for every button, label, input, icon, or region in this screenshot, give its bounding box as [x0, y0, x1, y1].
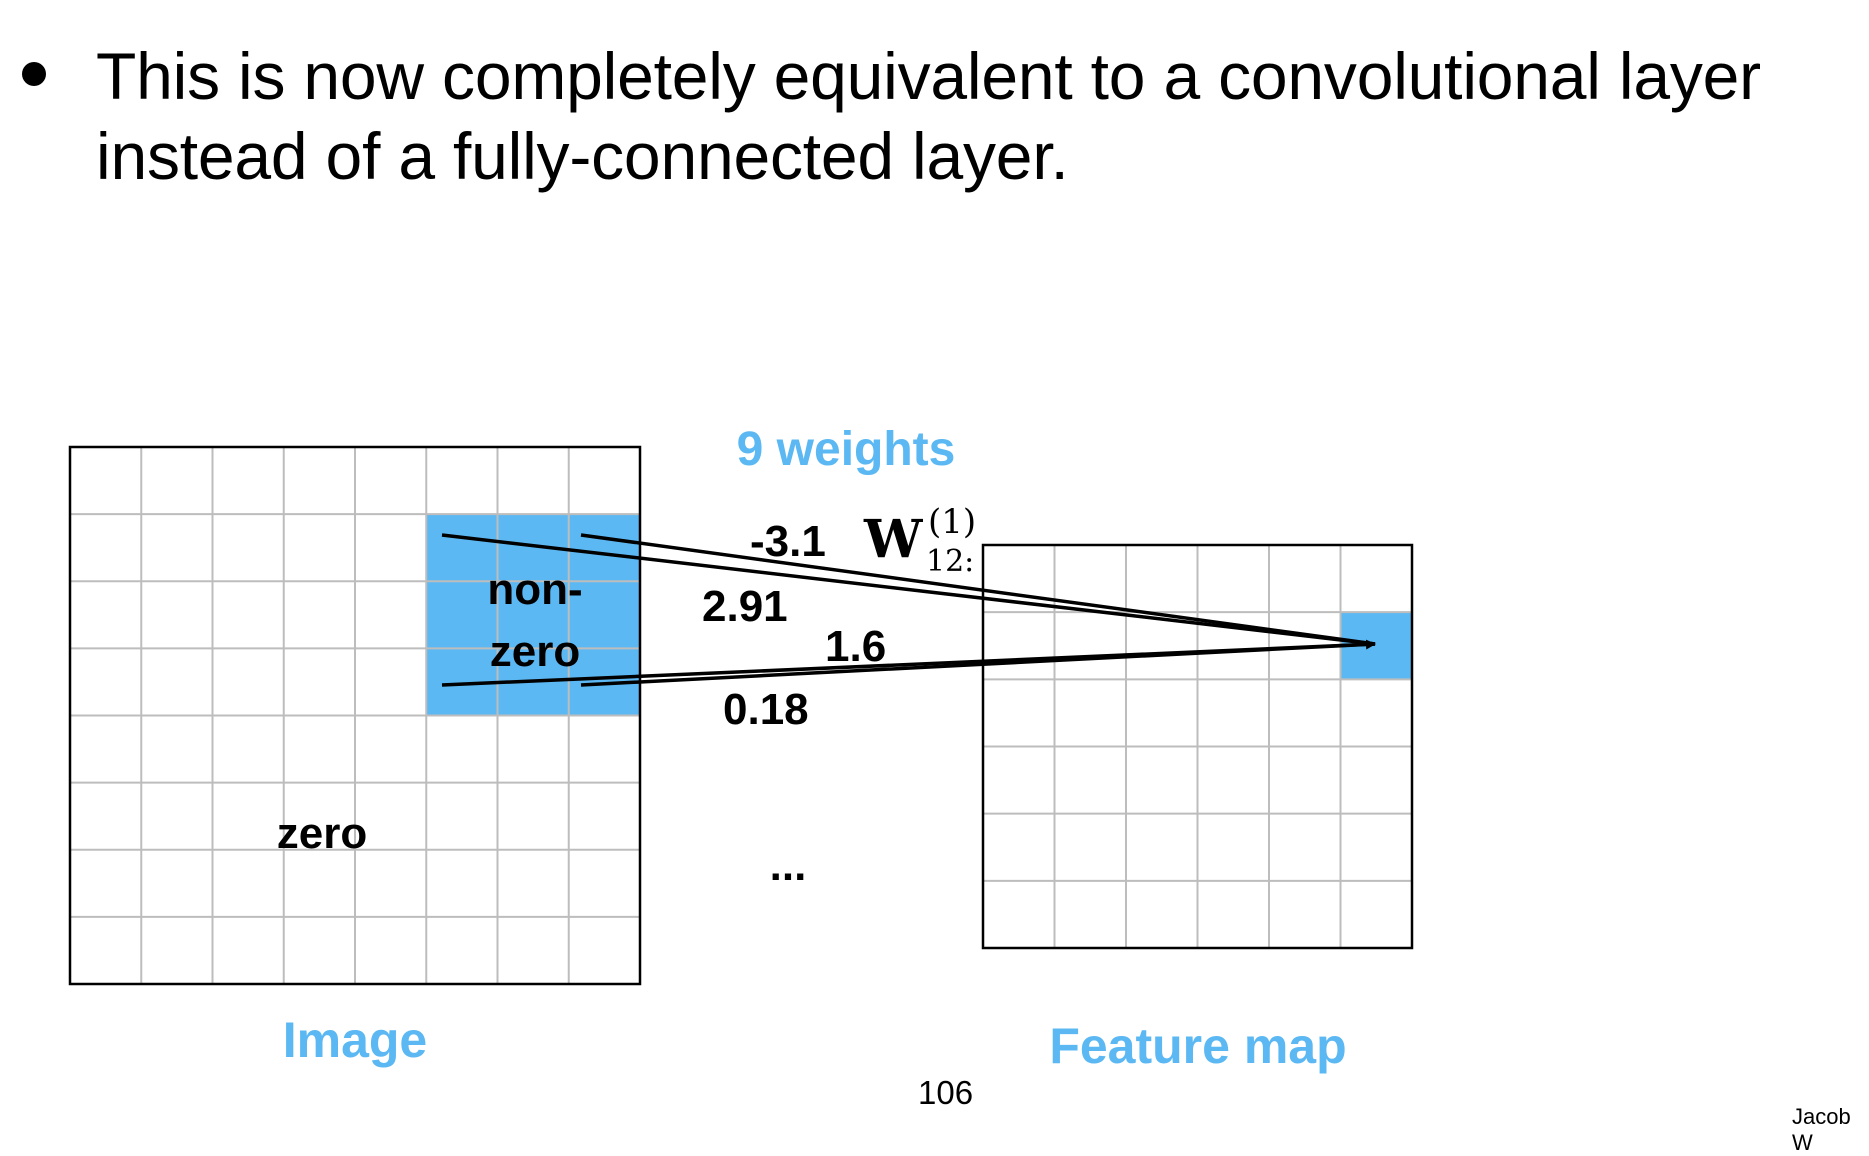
convolution-diagram: non- zero zero 9 weights -3.1 2.91 1.6 0…	[68, 423, 1414, 1074]
author-fragment: Jacob W	[1792, 1104, 1851, 1155]
nonzero-cell	[497, 581, 569, 649]
feature-map-grid	[981, 543, 1414, 950]
weight-symbol-subscript: 12:	[926, 544, 974, 579]
page-number: 106	[918, 1074, 974, 1111]
arrow-icon	[580, 639, 1376, 687]
nonzero-cell	[568, 581, 640, 649]
weight-label: 1.6	[825, 622, 886, 671]
connection-line	[441, 533, 1376, 646]
image-grid	[68, 445, 642, 986]
weights-heading: 9 weights	[737, 423, 956, 476]
nonzero-label-line1: non-	[487, 565, 582, 614]
zero-region-label: zero	[277, 809, 367, 858]
nonzero-cell	[426, 581, 498, 649]
grid-border	[981, 543, 1414, 950]
image-caption: Image	[283, 1012, 428, 1068]
bullet-dot-icon	[22, 62, 46, 86]
connection-line	[580, 533, 1376, 646]
weight-symbol-superscript: (1)	[928, 502, 976, 542]
weight-label: 0.18	[723, 685, 809, 734]
weight-label: -3.1	[750, 517, 826, 566]
bullet-text: This is now completely equivalent to a c…	[96, 39, 1761, 193]
feature-map-caption: Feature map	[1049, 1018, 1346, 1074]
nonzero-cell	[426, 514, 498, 582]
nonzero-cell	[568, 514, 640, 582]
nonzero-label-line2: zero	[490, 627, 580, 676]
grid-border	[68, 445, 642, 986]
weight-symbol-base: W	[863, 509, 924, 570]
weight-label: 2.91	[702, 582, 788, 631]
ellipsis-label: ...	[770, 841, 807, 890]
